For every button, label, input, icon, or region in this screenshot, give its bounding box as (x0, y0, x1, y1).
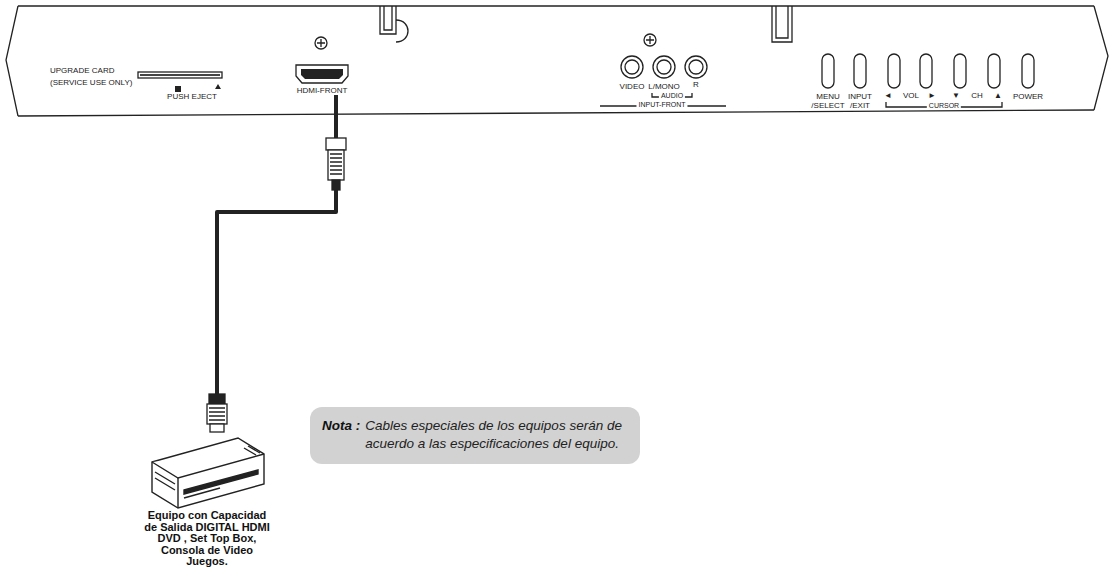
port-label: HDMI-FRONT (286, 86, 358, 95)
dvd-player-drawing (140, 432, 274, 510)
hdmi-cable (217, 95, 336, 432)
port-label: UPGRADE CARD (50, 67, 114, 76)
note-heading: Nota : (322, 417, 360, 452)
port-label: (SERVICE USE ONLY) (50, 79, 132, 88)
button-label: POWER (1013, 93, 1043, 102)
arrow-symbol: ◄ (884, 92, 892, 101)
arrow-symbol: ▲ (994, 92, 1002, 101)
hdmi-socket (286, 62, 358, 86)
jack-label: VIDEO (620, 83, 645, 92)
jack-label: L/MONO (648, 83, 680, 92)
group-label: CURSOR (927, 102, 961, 110)
device-caption: Equipo con Capacidad de Salida DIGITAL H… (140, 510, 274, 568)
arrow-symbol: ► (928, 92, 936, 101)
note-body: Cables especiales de los equipos serán d… (365, 417, 626, 452)
arrow-symbol: ▼ (952, 92, 960, 101)
group-label: AUDIO (659, 92, 685, 100)
source-device: Equipo con Capacidad de Salida DIGITAL H… (140, 432, 274, 568)
port-label: PUSH EJECT (167, 93, 217, 102)
button-label: CH (971, 92, 983, 101)
jack-label: R (693, 81, 699, 90)
group-label: INPUT-FRONT (636, 101, 687, 109)
button-label: MENU /SELECT (811, 93, 845, 111)
button-label: INPUT /EXIT (845, 93, 875, 111)
note-box: Nota :Cables especiales de los equipos s… (310, 407, 640, 464)
hdmi-port: HDMI-FRONT (286, 62, 358, 95)
button-label: VOL (903, 92, 919, 101)
